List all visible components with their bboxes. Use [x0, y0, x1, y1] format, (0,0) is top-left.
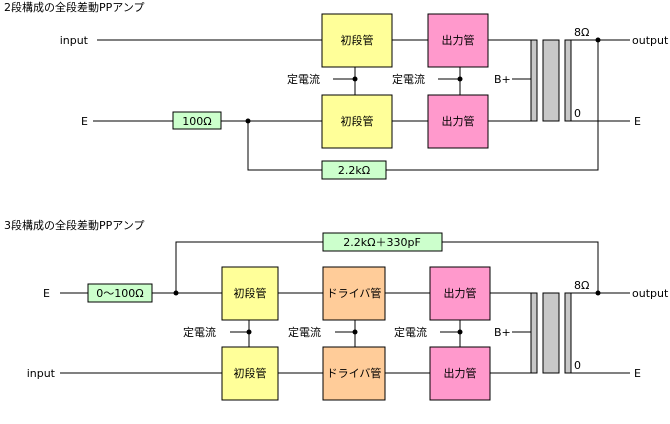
output-label: output: [632, 34, 669, 47]
first-stage-tube-lower: [321, 94, 393, 149]
ccs-label: 定電流: [392, 72, 425, 86]
ground-resistor: [172, 111, 222, 130]
ccs-label: 定電流: [394, 325, 427, 339]
first-stage-label: 初段管: [234, 286, 267, 300]
transformer-secondary: [564, 39, 572, 122]
driver-tube-lower: [322, 346, 386, 401]
first-stage-label: 初段管: [341, 114, 374, 128]
junction-dot: [457, 76, 463, 82]
output-stage-label: 出力管: [444, 366, 477, 380]
output-tube-upper: [427, 13, 489, 68]
junction-dot: [245, 118, 251, 124]
output-stage-label: 出力管: [442, 33, 475, 47]
first-stage-tube-upper: [321, 13, 393, 68]
transformer-primary: [530, 39, 538, 122]
ground-resistor: [87, 283, 153, 303]
transformer-core: [542, 292, 560, 374]
output-stage-label: 出力管: [444, 286, 477, 300]
feedback-wire: [175, 241, 599, 293]
junction-dot: [352, 76, 358, 82]
ground-resistor-label: 100Ω: [182, 115, 211, 128]
junction-dot: [595, 37, 601, 43]
first-stage-tube-lower: [221, 346, 279, 401]
tap-8ohm-label: 8Ω: [574, 279, 589, 292]
output-tube-lower: [427, 94, 489, 149]
ccs-label: 定電流: [287, 72, 320, 86]
feedback-network: [322, 232, 443, 252]
bplus-label: B+: [494, 73, 511, 86]
output-tube-upper: [429, 266, 491, 321]
junction-dot: [457, 329, 463, 335]
ground-right-label: E: [634, 115, 641, 128]
driver-stage-label: ドライバ管: [327, 366, 382, 380]
feedback-network-label: 2.2kΩ＋330pF: [343, 236, 421, 249]
first-stage-label: 初段管: [341, 33, 374, 47]
junction-dot: [173, 290, 179, 296]
first-stage-tube-upper: [221, 266, 279, 321]
ground-left-label: E: [43, 287, 50, 300]
ccs-label: 定電流: [288, 325, 321, 339]
junction-dot: [595, 290, 601, 296]
ground-right-label: E: [634, 367, 641, 380]
diagram-3stage: 3段構成の全段差動PPアンプ 2.2kΩ＋330pF 0〜100Ω 初段管 初段…: [4, 218, 669, 401]
junction-dot: [246, 329, 252, 335]
feedback-resistor: [321, 160, 387, 180]
input-label: input: [27, 367, 56, 380]
input-label: input: [60, 34, 89, 47]
driver-stage-label: ドライバ管: [327, 286, 382, 300]
diagram-title: 2段構成の全段差動PPアンプ: [4, 0, 145, 14]
diagram-2stage: 2段構成の全段差動PPアンプ 初段管 初段管 出力管 出力管 100Ω 2.2k…: [4, 0, 669, 180]
feedback-wire: [247, 40, 599, 171]
transformer-secondary: [564, 292, 572, 374]
output-tube-lower: [429, 346, 491, 401]
tap-0-label: 0: [574, 359, 581, 372]
bplus-label: B+: [494, 326, 511, 339]
driver-tube-upper: [322, 266, 386, 321]
ccs-label: 定電流: [183, 325, 216, 339]
junction-dot: [352, 329, 358, 335]
ground-left-label: E: [81, 115, 88, 128]
output-stage-label: 出力管: [442, 114, 475, 128]
diagram-title: 3段構成の全段差動PPアンプ: [4, 218, 145, 232]
ground-resistor-label: 0〜100Ω: [96, 287, 143, 300]
feedback-resistor-label: 2.2kΩ: [338, 164, 370, 177]
transformer-primary: [530, 292, 538, 374]
first-stage-label: 初段管: [234, 366, 267, 380]
tap-0-label: 0: [574, 107, 581, 120]
tap-8ohm-label: 8Ω: [574, 26, 589, 39]
output-label: output: [632, 287, 669, 300]
transformer-core: [542, 39, 560, 122]
